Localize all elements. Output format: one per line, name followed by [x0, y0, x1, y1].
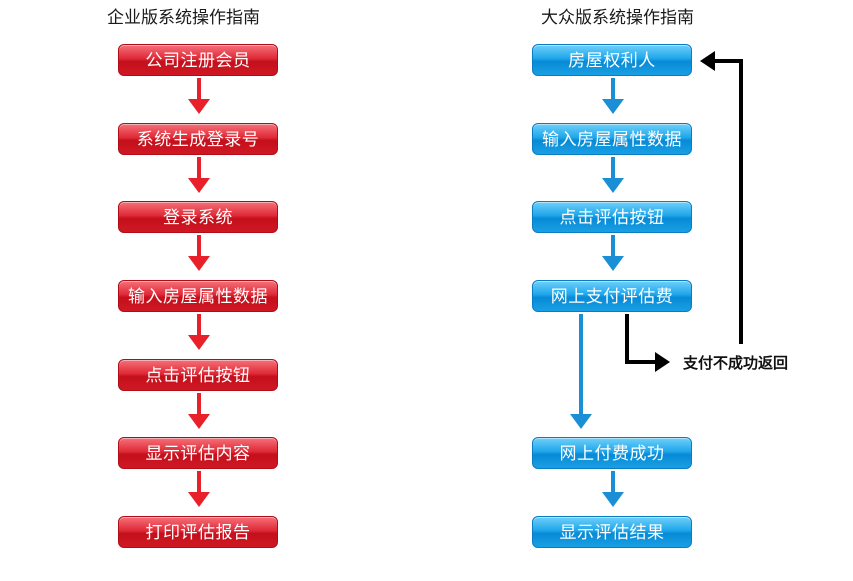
red-arrow-5: [188, 393, 210, 429]
blue-arrow-3: [602, 235, 624, 271]
public-step-payment-success: 网上付费成功: [532, 437, 692, 469]
public-step-click-evaluate: 点击评估按钮: [532, 201, 692, 233]
red-arrow-3: [188, 235, 210, 271]
public-step-show-result: 显示评估结果: [532, 516, 692, 548]
enterprise-step-login: 登录系统: [118, 201, 278, 233]
red-arrow-4: [188, 314, 210, 350]
red-arrow-1: [188, 78, 210, 114]
blue-arrow-1: [602, 78, 624, 114]
enterprise-step-show-content: 显示评估内容: [118, 437, 278, 469]
failure-arrows: [625, 51, 743, 372]
enterprise-step-generate-login: 系统生成登录号: [118, 123, 278, 155]
payment-failure-label: 支付不成功返回: [683, 354, 789, 372]
public-guide-title: 大众版系统操作指南: [541, 8, 694, 28]
enterprise-step-input-data: 输入房屋属性数据: [118, 280, 278, 312]
public-arrows: [570, 78, 624, 507]
enterprise-step-register: 公司注册会员: [118, 44, 278, 76]
public-step-owner: 房屋权利人: [532, 44, 692, 76]
public-step-input-data: 输入房屋属性数据: [532, 123, 692, 155]
public-step-pay-fee: 网上支付评估费: [532, 280, 692, 312]
red-arrow-2: [188, 157, 210, 193]
blue-arrow-long: [570, 314, 592, 429]
return-loop-arrow: [700, 51, 743, 344]
blue-arrow-5: [602, 471, 624, 507]
red-arrow-6: [188, 471, 210, 507]
failure-branch-arrow: [625, 314, 670, 372]
enterprise-guide-title: 企业版系统操作指南: [107, 8, 260, 28]
blue-arrow-2: [602, 157, 624, 193]
enterprise-arrows: [188, 78, 210, 507]
enterprise-step-click-evaluate: 点击评估按钮: [118, 359, 278, 391]
enterprise-step-print-report: 打印评估报告: [118, 516, 278, 548]
